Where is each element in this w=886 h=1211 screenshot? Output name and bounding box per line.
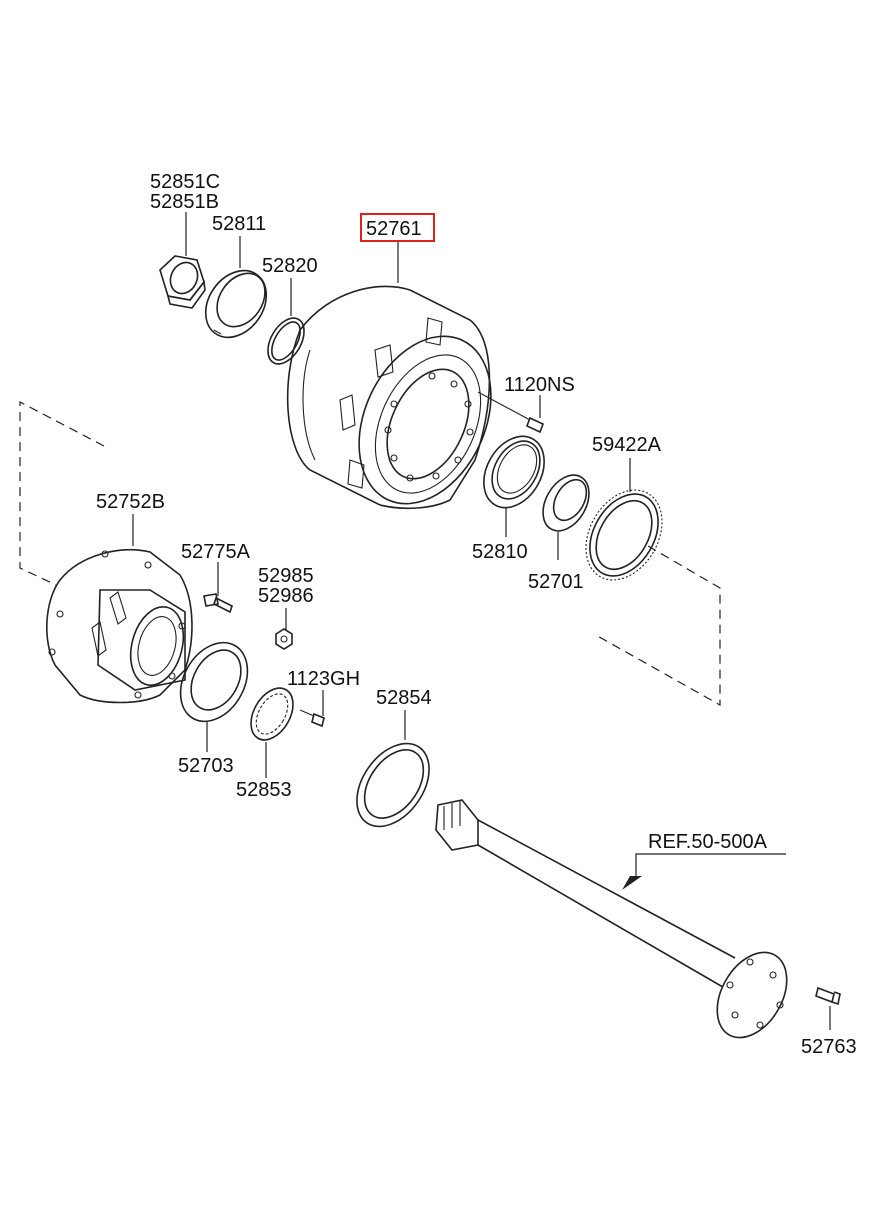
label-52811[interactable]: 52811: [212, 213, 266, 235]
label-59422a[interactable]: 59422A: [592, 434, 662, 456]
label-52763[interactable]: 52763: [801, 1036, 857, 1058]
label-1120ns[interactable]: 1120NS: [504, 374, 575, 396]
hub-bolt-52775a-drawing: [203, 593, 233, 614]
label-52851c[interactable]: 52851C: [150, 171, 220, 193]
snap-ring-52820-drawing: [267, 317, 305, 365]
label-52851b[interactable]: 52851B: [150, 191, 219, 213]
label-52986[interactable]: 52986: [258, 585, 314, 607]
reference-box-right: [593, 545, 721, 707]
tone-wheel-59422a-drawing: [585, 489, 663, 581]
brake-drum-52761-drawing: [286, 285, 492, 510]
bolt-52763-drawing: [815, 986, 841, 1006]
lock-nut-drawing: [159, 255, 206, 309]
label-52761[interactable]: 52761: [366, 218, 422, 240]
label-52820[interactable]: 52820: [262, 255, 318, 277]
label-52853[interactable]: 52853: [236, 779, 292, 801]
reference-box-left: [19, 401, 105, 586]
oil-seal-52810-drawing: [483, 435, 545, 509]
retainer-52853-drawing: [250, 687, 294, 741]
label-52752b[interactable]: 52752B: [96, 491, 165, 513]
label-52810[interactable]: 52810: [472, 541, 528, 563]
nut-52985-drawing: [275, 628, 293, 650]
label-52775a[interactable]: 52775A: [181, 541, 251, 563]
bearing-race-52811-drawing: [204, 269, 268, 339]
label-ref-50-500a[interactable]: REF.50-500A: [648, 831, 768, 853]
oil-seal-52703-drawing: [179, 641, 249, 723]
leader-lines: [132, 212, 831, 1030]
label-1123gh[interactable]: 1123GH: [287, 668, 360, 690]
label-52854[interactable]: 52854: [376, 687, 432, 709]
label-52985[interactable]: 52985: [258, 565, 314, 587]
label-52703[interactable]: 52703: [178, 755, 234, 777]
label-52701[interactable]: 52701: [528, 571, 584, 593]
screw-1123gh-drawing: [299, 709, 325, 728]
wheel-hub-52752b-drawing: [46, 549, 193, 704]
axle-shaft-drawing: [435, 799, 788, 1039]
ring-52854-drawing: [356, 742, 430, 828]
bolt-1120ns-drawing: [477, 391, 545, 434]
bearing-52701-drawing: [542, 474, 590, 532]
highlight-box-52761: [360, 213, 435, 242]
